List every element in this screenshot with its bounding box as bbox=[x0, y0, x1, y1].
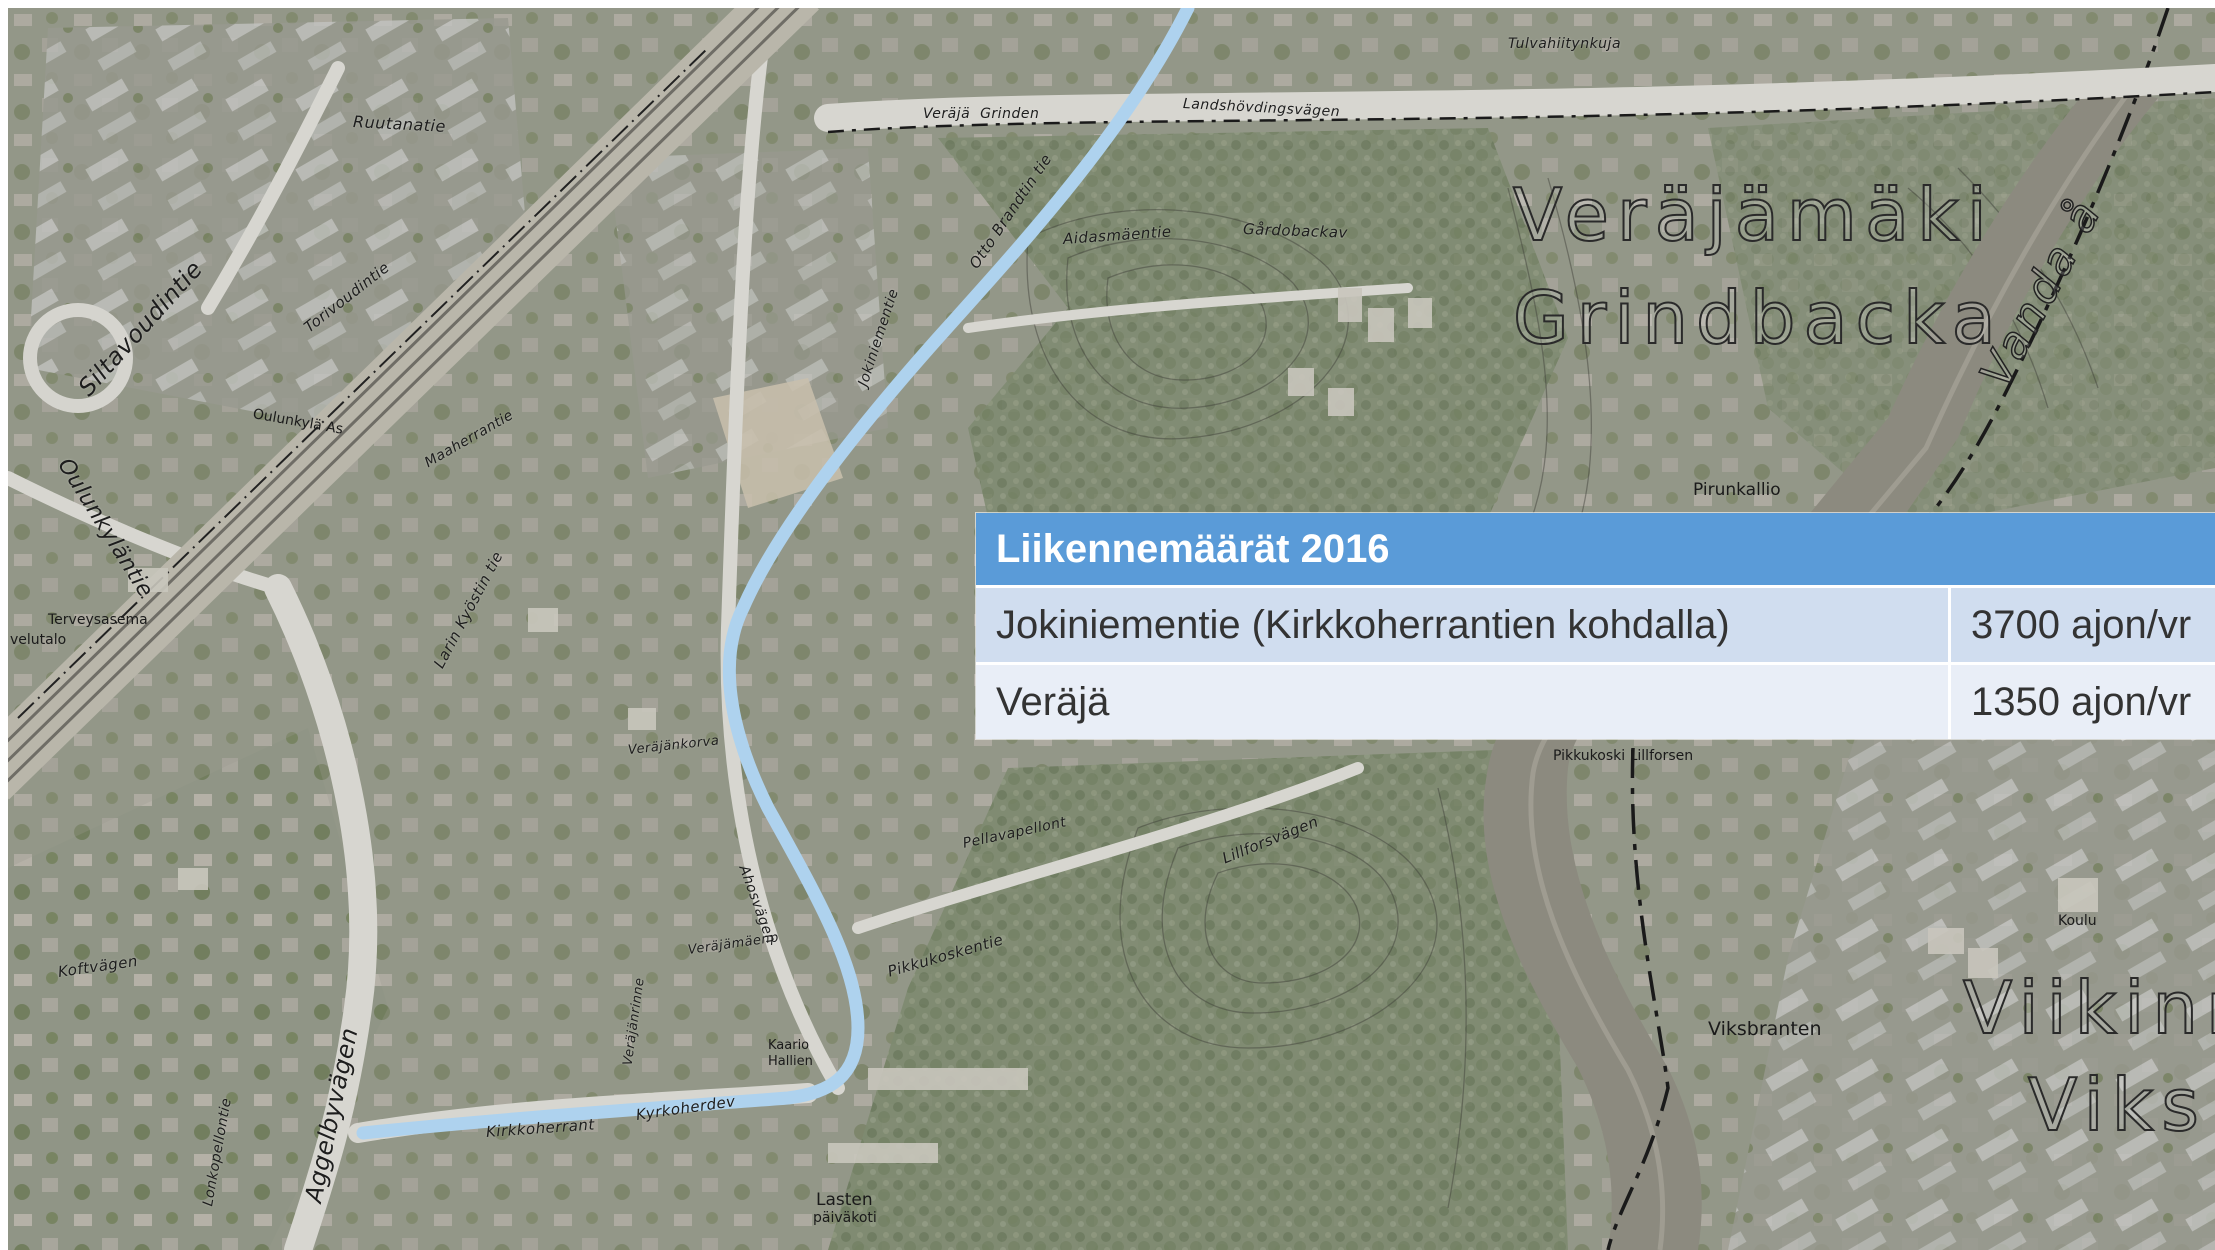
traffic-volume-table: Liikennemäärät 2016 Jokiniementie (Kirkk… bbox=[976, 513, 2215, 739]
area-label-verajamaki: Veräjämäki bbox=[1512, 172, 1995, 258]
traffic-value-cell: 1350 ajon/vr bbox=[1949, 662, 2215, 739]
place-label-hallien: Hallien bbox=[768, 1054, 813, 1069]
road-name-cell: Jokiniementie (Kirkkoherrantien kohdalla… bbox=[976, 585, 1951, 664]
area-label-grindbacka: Grindbacka bbox=[1512, 275, 2004, 361]
road-name-cell: Veräjä bbox=[976, 662, 1951, 739]
table-title: Liikennemäärät 2016 bbox=[976, 513, 2215, 588]
place-label-lasten: Lasten bbox=[816, 1190, 873, 1210]
place-label-koulu: Koulu bbox=[2058, 913, 2097, 929]
area-label-viikinmaki: Viikinm bbox=[1962, 965, 2215, 1051]
street-label-gardobackav: Gårdobackav bbox=[1242, 220, 1349, 242]
place-label-paivakoti: päiväkoti bbox=[813, 1210, 877, 1226]
street-label-veraja-grinden: Veräjä Grinden bbox=[923, 106, 1040, 122]
place-label-pikkukoski: Pikkukoski Lillforsen bbox=[1553, 748, 1694, 764]
place-label-velutalo: velutalo bbox=[10, 632, 67, 648]
area-label-viks: Viks bbox=[2027, 1062, 2207, 1148]
route-jokiniementie bbox=[356, 8, 1195, 1140]
place-label-kaario: Kaario bbox=[768, 1038, 810, 1053]
street-label-tulvahiitynkuja: Tulvahiitynkuja bbox=[1508, 36, 1622, 52]
traffic-value-cell: 3700 ajon/vr bbox=[1949, 585, 2215, 664]
table-row: Jokiniementie (Kirkkoherrantien kohdalla… bbox=[976, 585, 2215, 664]
table-row: Veräjä 1350 ajon/vr bbox=[976, 662, 2215, 739]
place-label-pirunkallio: Pirunkallio bbox=[1693, 480, 1781, 500]
place-label-terveysasema: Terveysasema bbox=[48, 612, 148, 628]
place-label-viksbranten: Viksbranten bbox=[1708, 1018, 1822, 1040]
